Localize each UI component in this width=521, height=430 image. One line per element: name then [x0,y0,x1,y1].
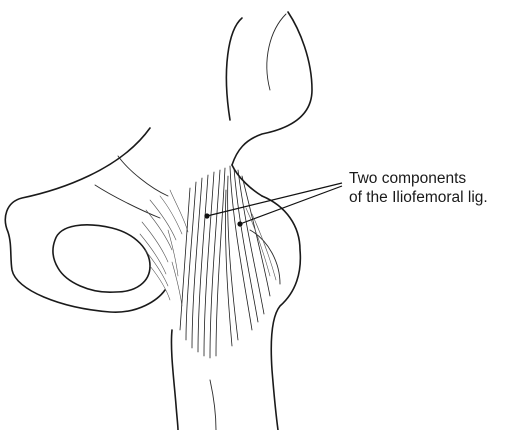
iliofemoral-lateral-band [225,166,276,346]
annotation-line-1: Two components [349,170,466,188]
annotation-line-2: of the Iliofemoral lig. [349,189,488,207]
capsule-hatching [140,190,188,306]
annotation-leaders [204,183,342,227]
leader-dot-lateral [237,221,242,226]
leader-dot-medial [204,213,209,218]
pubic-ring [5,128,168,312]
iliofemoral-medial-band [180,168,225,358]
ilium-outline [226,12,312,196]
